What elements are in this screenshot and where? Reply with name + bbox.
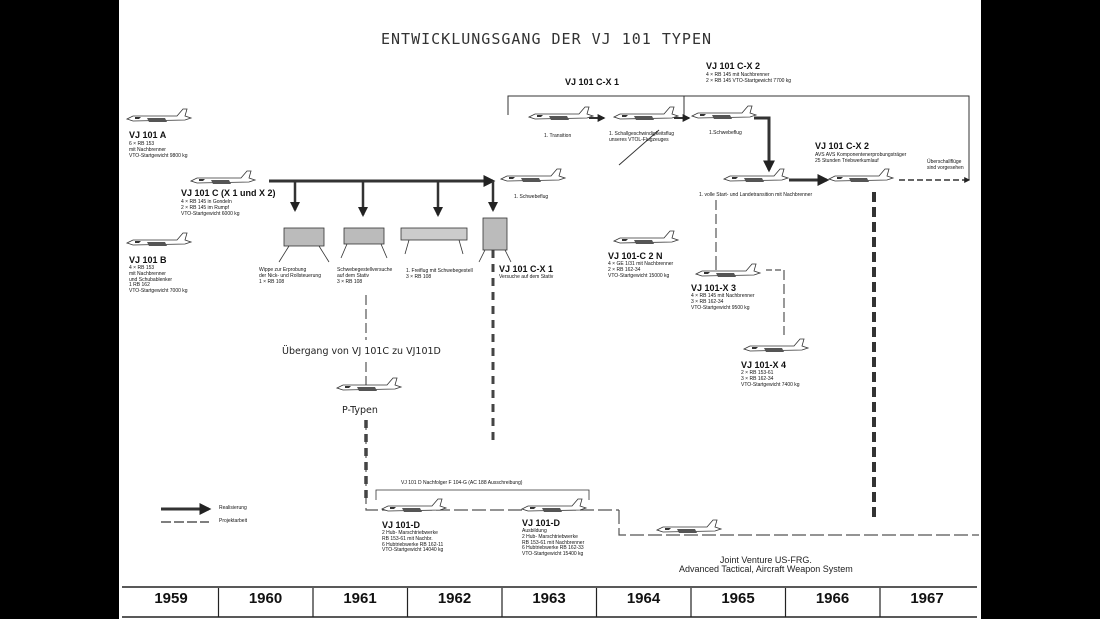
label-uebergang: Übergang von VJ 101C zu VJ101D xyxy=(282,346,441,357)
timeline-axis xyxy=(122,586,977,618)
aircraft-icons xyxy=(126,105,894,534)
joint-venture-note: Joint Venture US-FRG.Advanced Tactical, … xyxy=(679,555,853,575)
label-vj101d-2: VJ 101-D xyxy=(522,518,561,528)
label-vj101cx1-header: VJ 101 C-X 1 xyxy=(565,77,620,87)
diagram-graphics xyxy=(122,95,979,618)
step-volle-start: 1. volle Start- und Landetransition mit … xyxy=(699,192,813,198)
year-label-1966: 1966 xyxy=(815,590,850,607)
label-vj101c2n: VJ 101-C 2 N xyxy=(608,251,663,261)
label-vj101c: VJ 101 C (X 1 und X 2) xyxy=(181,188,276,198)
legend-realisierung: Realisierung xyxy=(219,505,247,511)
year-label-1965: 1965 xyxy=(721,590,755,607)
legend-projektarbeit: Projektarbeit xyxy=(219,518,248,524)
step-transition: 1. Transition xyxy=(544,133,572,139)
step-schwebeflug-1: 1. Schwebeflug xyxy=(514,194,549,200)
year-label-1964: 1964 xyxy=(626,590,661,607)
label-vj101x3: VJ 101-X 3 xyxy=(691,283,737,293)
label-vj101cx1-stand: VJ 101 C-X 1 xyxy=(499,264,554,274)
diagram-title: ENTWICKLUNGSGANG DER VJ 101 TYPEN xyxy=(381,30,713,48)
specs-vj101cx1-stand: Versuche auf dem Stativ xyxy=(499,274,554,280)
label-vj101b: VJ 101 B xyxy=(129,255,167,265)
step-schwebeflug-2: 1.Schwebeflug xyxy=(709,130,742,136)
legend-graphics xyxy=(161,503,212,523)
label-vj101d-1: VJ 101-D xyxy=(382,520,421,530)
label-vj101x4: VJ 101-X 4 xyxy=(741,360,787,370)
year-label-1962: 1962 xyxy=(437,590,472,607)
test-rig-sketches xyxy=(278,217,512,263)
label-vj101cx2-top: VJ 101 C-X 2 xyxy=(706,61,761,71)
label-p-typen: P-Typen xyxy=(342,405,378,416)
label-d-nachfolger: VJ 101 D Nachfolger F 104-G (AC 188 Auss… xyxy=(401,480,523,486)
diagram-sheet: ENTWICKLUNGSGANG DER VJ 101 TYPEN VJ 101… xyxy=(119,0,981,619)
year-label-1967: 1967 xyxy=(910,590,944,607)
year-label-1961: 1961 xyxy=(343,590,377,607)
year-label-1963: 1963 xyxy=(532,590,566,607)
year-label-1960: 1960 xyxy=(248,590,283,607)
label-vj101cx2-right: VJ 101 C-X 2 xyxy=(815,141,870,151)
label-vj101a: VJ 101 A xyxy=(129,130,167,140)
year-label-1959: 1959 xyxy=(154,590,188,607)
